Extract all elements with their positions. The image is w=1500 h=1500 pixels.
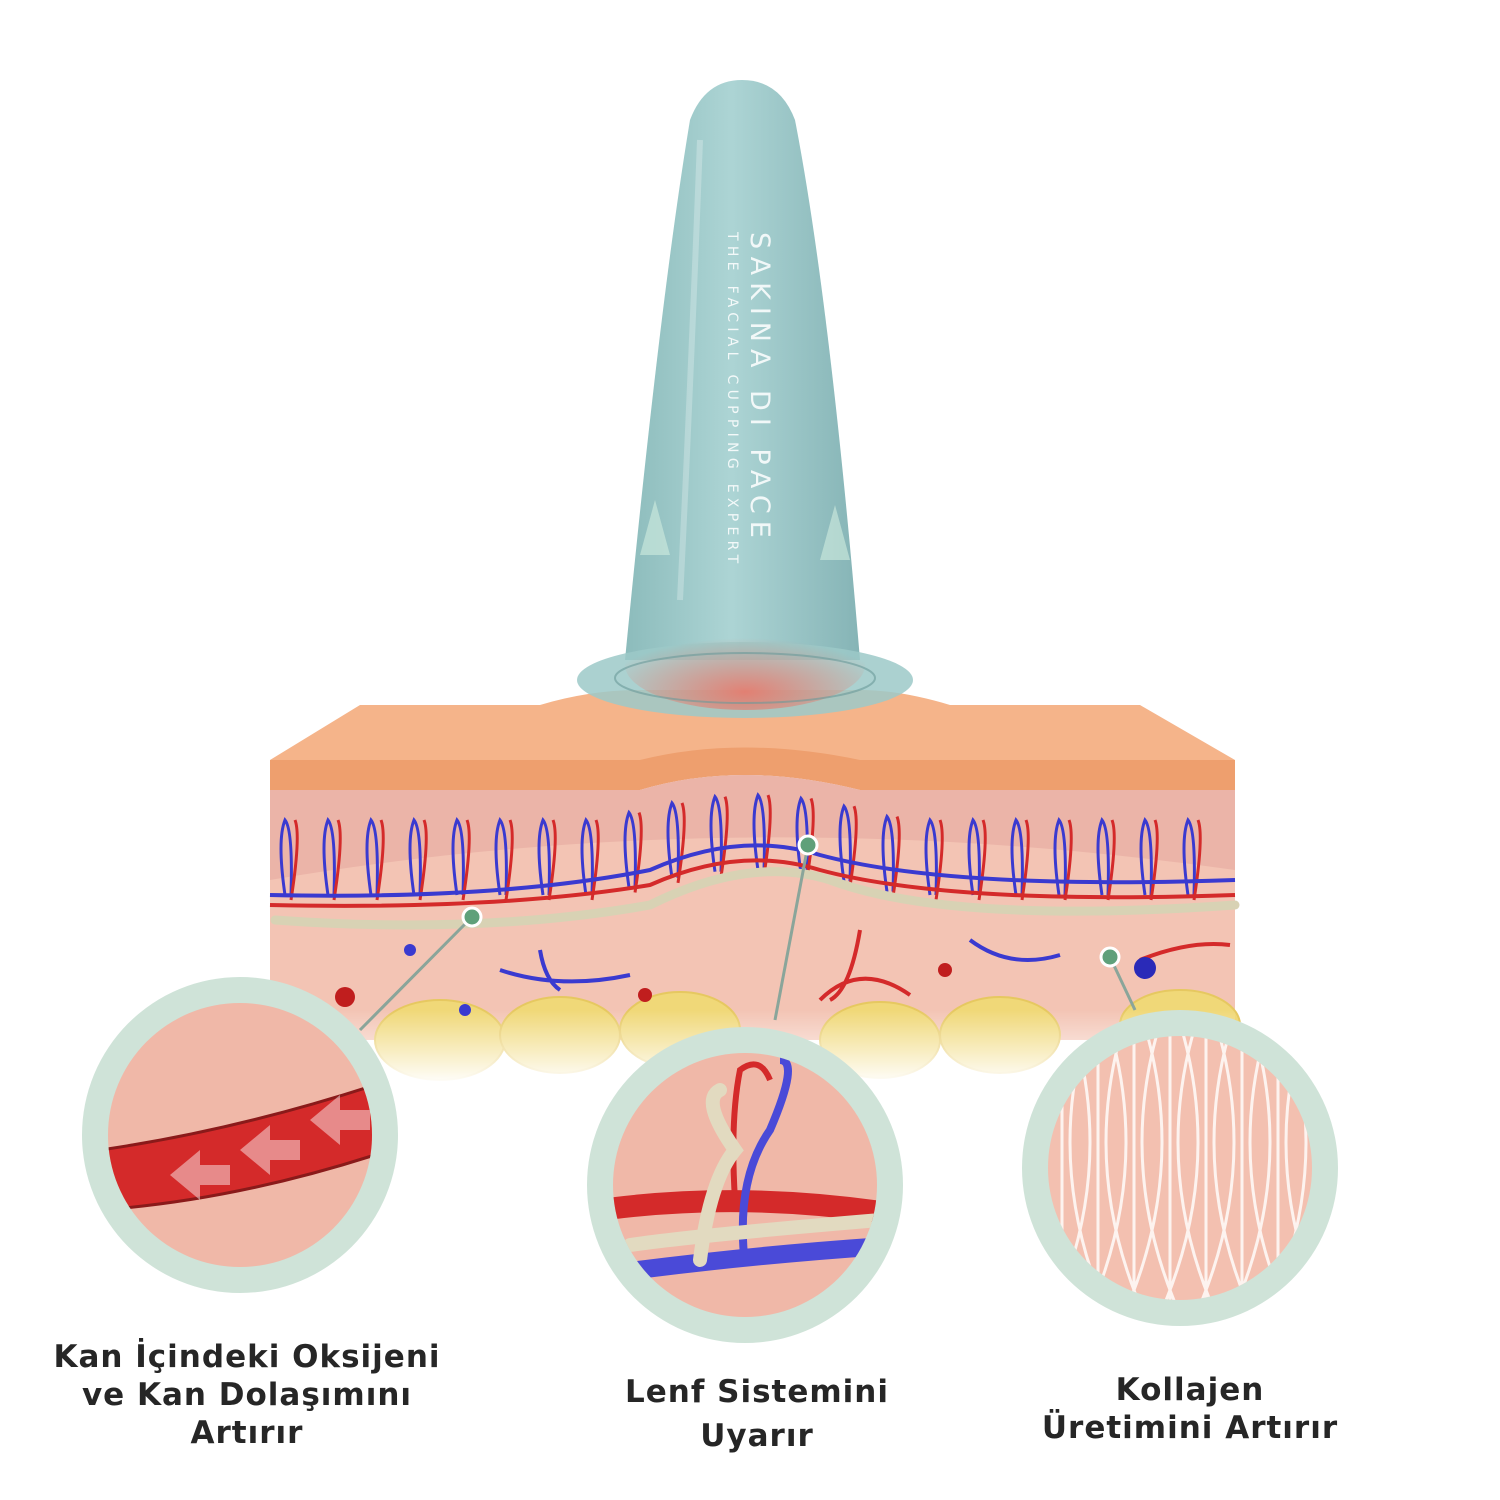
benefit-label-collagen: Kollajen Üretimini Artırır — [1042, 1371, 1338, 1447]
collagen-fiber — [1160, 1036, 1200, 1300]
capillary-vein — [967, 817, 981, 896]
benefit-line: Üretimini Artırır — [1041, 1410, 1339, 1446]
benefit-line: ve Kan Dolaşımını — [81, 1377, 413, 1413]
capillary-vein — [1139, 817, 1153, 896]
capillary-vein — [752, 792, 766, 871]
capillary-vein — [365, 817, 379, 896]
collagen-fiber — [1104, 1036, 1144, 1300]
collagen-fiber — [1212, 1036, 1252, 1300]
benefit-line: Kollajen — [1115, 1372, 1265, 1408]
collagen-fiber — [1124, 1036, 1164, 1300]
skin-block — [269, 690, 1241, 1085]
brand-tagline: THE FACIAL CUPPING EXPERT — [724, 232, 740, 569]
magnifier-collagen — [1022, 1010, 1338, 1326]
capillary-artery — [676, 802, 686, 884]
capillary-artery — [633, 811, 643, 893]
capillary-vein — [838, 803, 852, 882]
capillary-vein — [1010, 817, 1024, 896]
capillary-vein — [580, 817, 594, 896]
capillary-artery — [332, 819, 342, 901]
benefit-line: Lenf Sistemini — [625, 1374, 889, 1410]
collagen-fiber — [1176, 1036, 1216, 1300]
capillary-vein — [322, 817, 336, 896]
capillary-vein — [623, 809, 637, 888]
capillary-artery — [762, 794, 772, 876]
benefit-line: Kan İçindeki Oksijeni — [53, 1339, 441, 1375]
collagen-fiber — [1232, 1036, 1272, 1300]
capillary-vein — [537, 817, 551, 896]
benefit-label-circulation: Kan İçindeki Oksijeni ve Kan Dolaşımını … — [53, 1338, 440, 1452]
capillary-artery — [977, 819, 987, 901]
capillary-vein — [279, 817, 293, 896]
capillary-artery — [590, 819, 600, 901]
magnifier-lymph-system — [587, 1027, 903, 1343]
benefit-line: Artırır — [190, 1415, 304, 1451]
collagen-fiber — [1088, 1036, 1128, 1300]
capillary-vein — [709, 793, 723, 872]
collagen-fiber — [1140, 1036, 1180, 1300]
capillary-artery — [418, 819, 428, 901]
brand-logo-text: SAKINA DI PACE — [744, 232, 775, 545]
capillary-artery — [1149, 819, 1159, 901]
facial-cup — [577, 80, 913, 718]
capillary-artery — [1020, 819, 1030, 901]
capillary-artery — [1106, 819, 1116, 901]
callout-pointers — [358, 834, 1137, 1032]
capillary-artery — [1192, 819, 1202, 901]
capillary-artery — [547, 819, 557, 901]
capillary-vein — [494, 817, 508, 896]
capillary-vein — [408, 817, 422, 896]
capillary-artery — [848, 805, 858, 887]
capillary-vein — [666, 799, 680, 879]
capillary-artery — [289, 819, 299, 901]
benefit-label-lymph: Lenf Sistemini Uyarır — [625, 1370, 889, 1458]
capillary-vein — [1053, 817, 1067, 896]
benefit-line: Uyarır — [700, 1418, 814, 1454]
capillary-artery — [1063, 819, 1073, 901]
capillary-vein — [881, 813, 895, 892]
capillary-vein — [451, 817, 465, 896]
magnifier-blood-flow — [82, 977, 398, 1293]
capillary-artery — [375, 819, 385, 901]
capillary-vein — [924, 817, 938, 896]
capillary-vein — [1096, 817, 1110, 896]
capillary-vein — [1182, 817, 1196, 896]
capillary-artery — [461, 819, 471, 901]
capillary-artery — [934, 819, 944, 901]
collagen-fiber — [1196, 1036, 1236, 1300]
